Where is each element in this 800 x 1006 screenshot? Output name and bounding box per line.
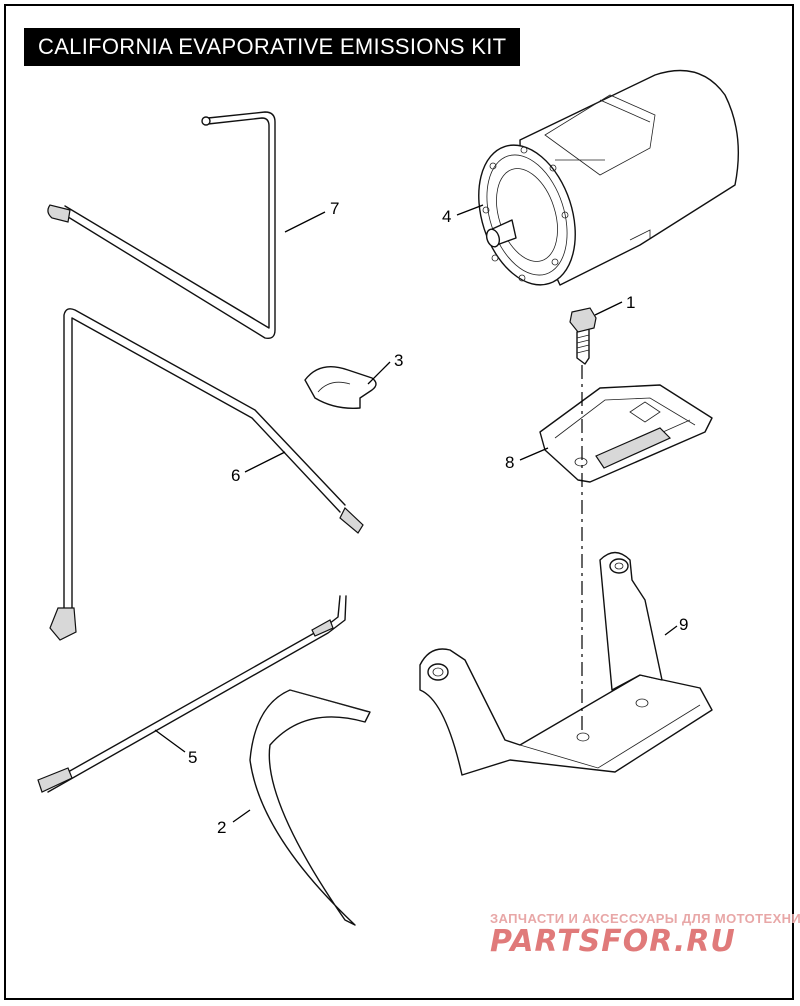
part-7-vent-line bbox=[47, 111, 276, 340]
callout-1: 1 bbox=[626, 293, 635, 312]
callout-7: 7 bbox=[330, 199, 339, 218]
part-9-mount bbox=[419, 551, 713, 776]
part-8-bracket bbox=[539, 384, 713, 483]
part-2-strap bbox=[249, 689, 371, 926]
callout-4: 4 bbox=[442, 207, 451, 226]
callout-8: 8 bbox=[505, 453, 514, 472]
leader-lines bbox=[154, 204, 678, 823]
diagram-title: CALIFORNIA EVAPORATIVE EMISSIONS KIT bbox=[24, 28, 521, 66]
callout-2: 2 bbox=[217, 818, 226, 837]
callout-5: 5 bbox=[188, 748, 197, 767]
part-3-clamp bbox=[304, 366, 377, 409]
part-4-canister bbox=[478, 69, 739, 286]
callout-3: 3 bbox=[394, 351, 403, 370]
watermark-tagline: ЗАПЧАСТИ И АКСЕССУАРЫ ДЛЯ МОТОТЕХНИКИ bbox=[490, 911, 800, 926]
callout-6: 6 bbox=[231, 466, 240, 485]
part-5-line bbox=[37, 595, 347, 793]
part-1-bolt bbox=[569, 307, 597, 365]
callout-9: 9 bbox=[679, 615, 688, 634]
part-6-purge-line bbox=[49, 308, 364, 641]
watermark-logo: PARTSFOR.RU bbox=[490, 924, 736, 959]
